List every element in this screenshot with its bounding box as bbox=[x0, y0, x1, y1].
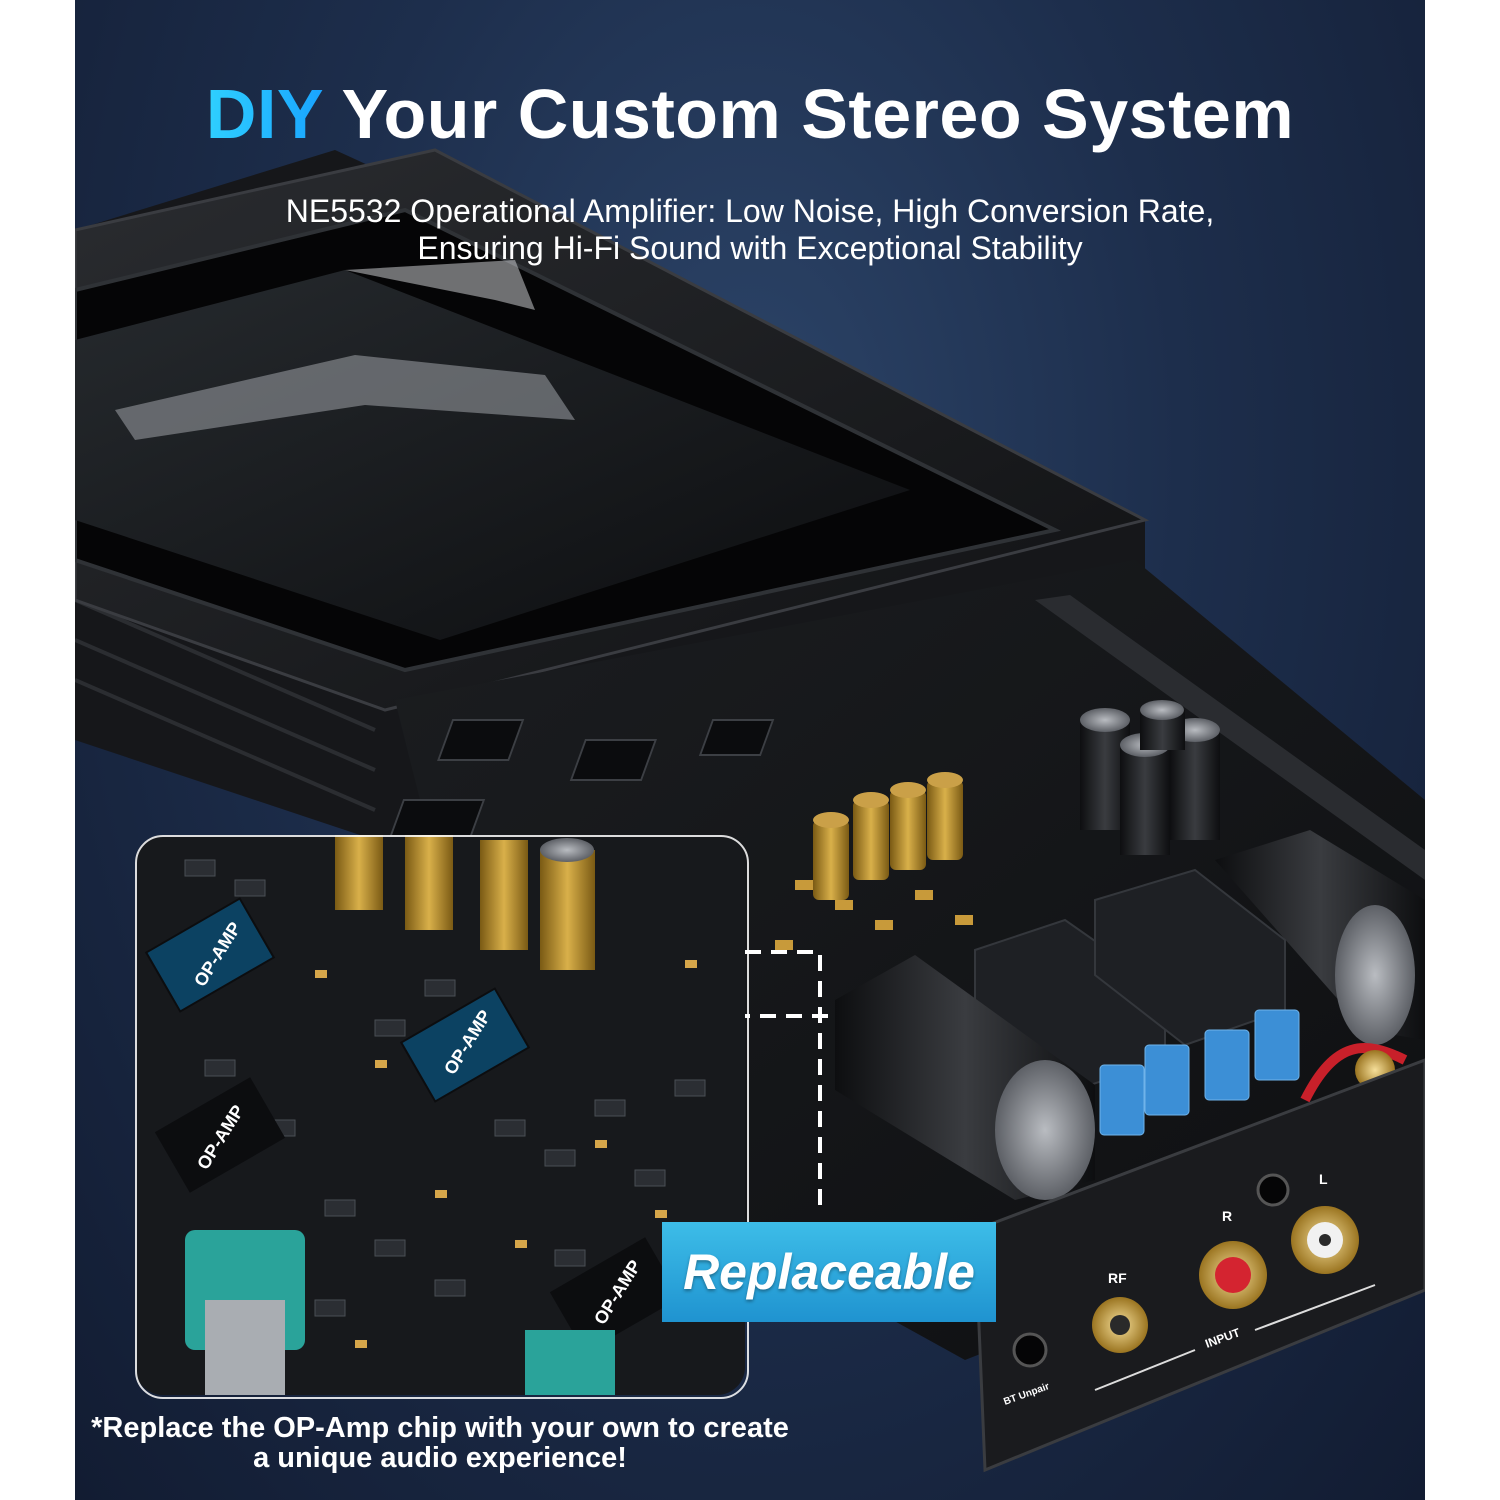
large-capacitor-center bbox=[835, 955, 1095, 1200]
glass-reflection bbox=[115, 355, 575, 440]
gold-capacitors bbox=[813, 772, 963, 900]
smd-resistors bbox=[775, 880, 973, 950]
l-label: L bbox=[1319, 1171, 1328, 1187]
side-rail bbox=[1035, 595, 1425, 880]
subtitle-line-2: Ensuring Hi-Fi Sound with Exceptional St… bbox=[417, 230, 1083, 266]
speaker-wire bbox=[1300, 1043, 1408, 1103]
op-amp-label-1: OP-AMP bbox=[190, 918, 246, 991]
headline: DIY Your Custom Stereo System bbox=[75, 74, 1425, 154]
subtitle: NE5532 Operational Amplifier: Low Noise,… bbox=[75, 193, 1425, 267]
rf-label: RF bbox=[1108, 1270, 1127, 1286]
footnote-line-1: *Replace the OP-Amp chip with your own t… bbox=[91, 1412, 789, 1444]
zoom-inset: OP-AMP OP-AMP OP-AMP OP-AMP bbox=[135, 835, 749, 1399]
footnote: *Replace the OP-Amp chip with your own t… bbox=[75, 1413, 805, 1473]
front-panel bbox=[973, 1058, 1425, 1473]
footnote-line-2: a unique audio experience! bbox=[253, 1442, 627, 1474]
replaceable-badge: Replaceable bbox=[662, 1222, 996, 1322]
product-image: RF R L INPUT BT Unpair bbox=[75, 0, 1425, 1500]
op-amp-label-3: OP-AMP bbox=[193, 1101, 249, 1174]
op-amp-label-2: OP-AMP bbox=[440, 1006, 496, 1079]
r-label: R bbox=[1222, 1208, 1232, 1224]
electrolytic-capacitors bbox=[1080, 700, 1220, 855]
subtitle-line-1: NE5532 Operational Amplifier: Low Noise,… bbox=[285, 193, 1215, 229]
glass-panel bbox=[75, 270, 910, 640]
replaceable-label: Replaceable bbox=[683, 1244, 975, 1300]
smd-components bbox=[386, 719, 775, 846]
bt-unpair-button bbox=[1012, 1332, 1048, 1368]
headline-accent: DIY bbox=[205, 75, 323, 153]
film-capacitors bbox=[1099, 1009, 1300, 1136]
headline-rest: Your Custom Stereo System bbox=[322, 75, 1295, 153]
zoom-detail bbox=[135, 835, 745, 1395]
large-capacitor-right bbox=[1215, 830, 1425, 1045]
op-amp-label-4: OP-AMP bbox=[590, 1256, 646, 1329]
amplifier-scene: RF R L INPUT BT Unpair bbox=[75, 148, 1425, 1473]
